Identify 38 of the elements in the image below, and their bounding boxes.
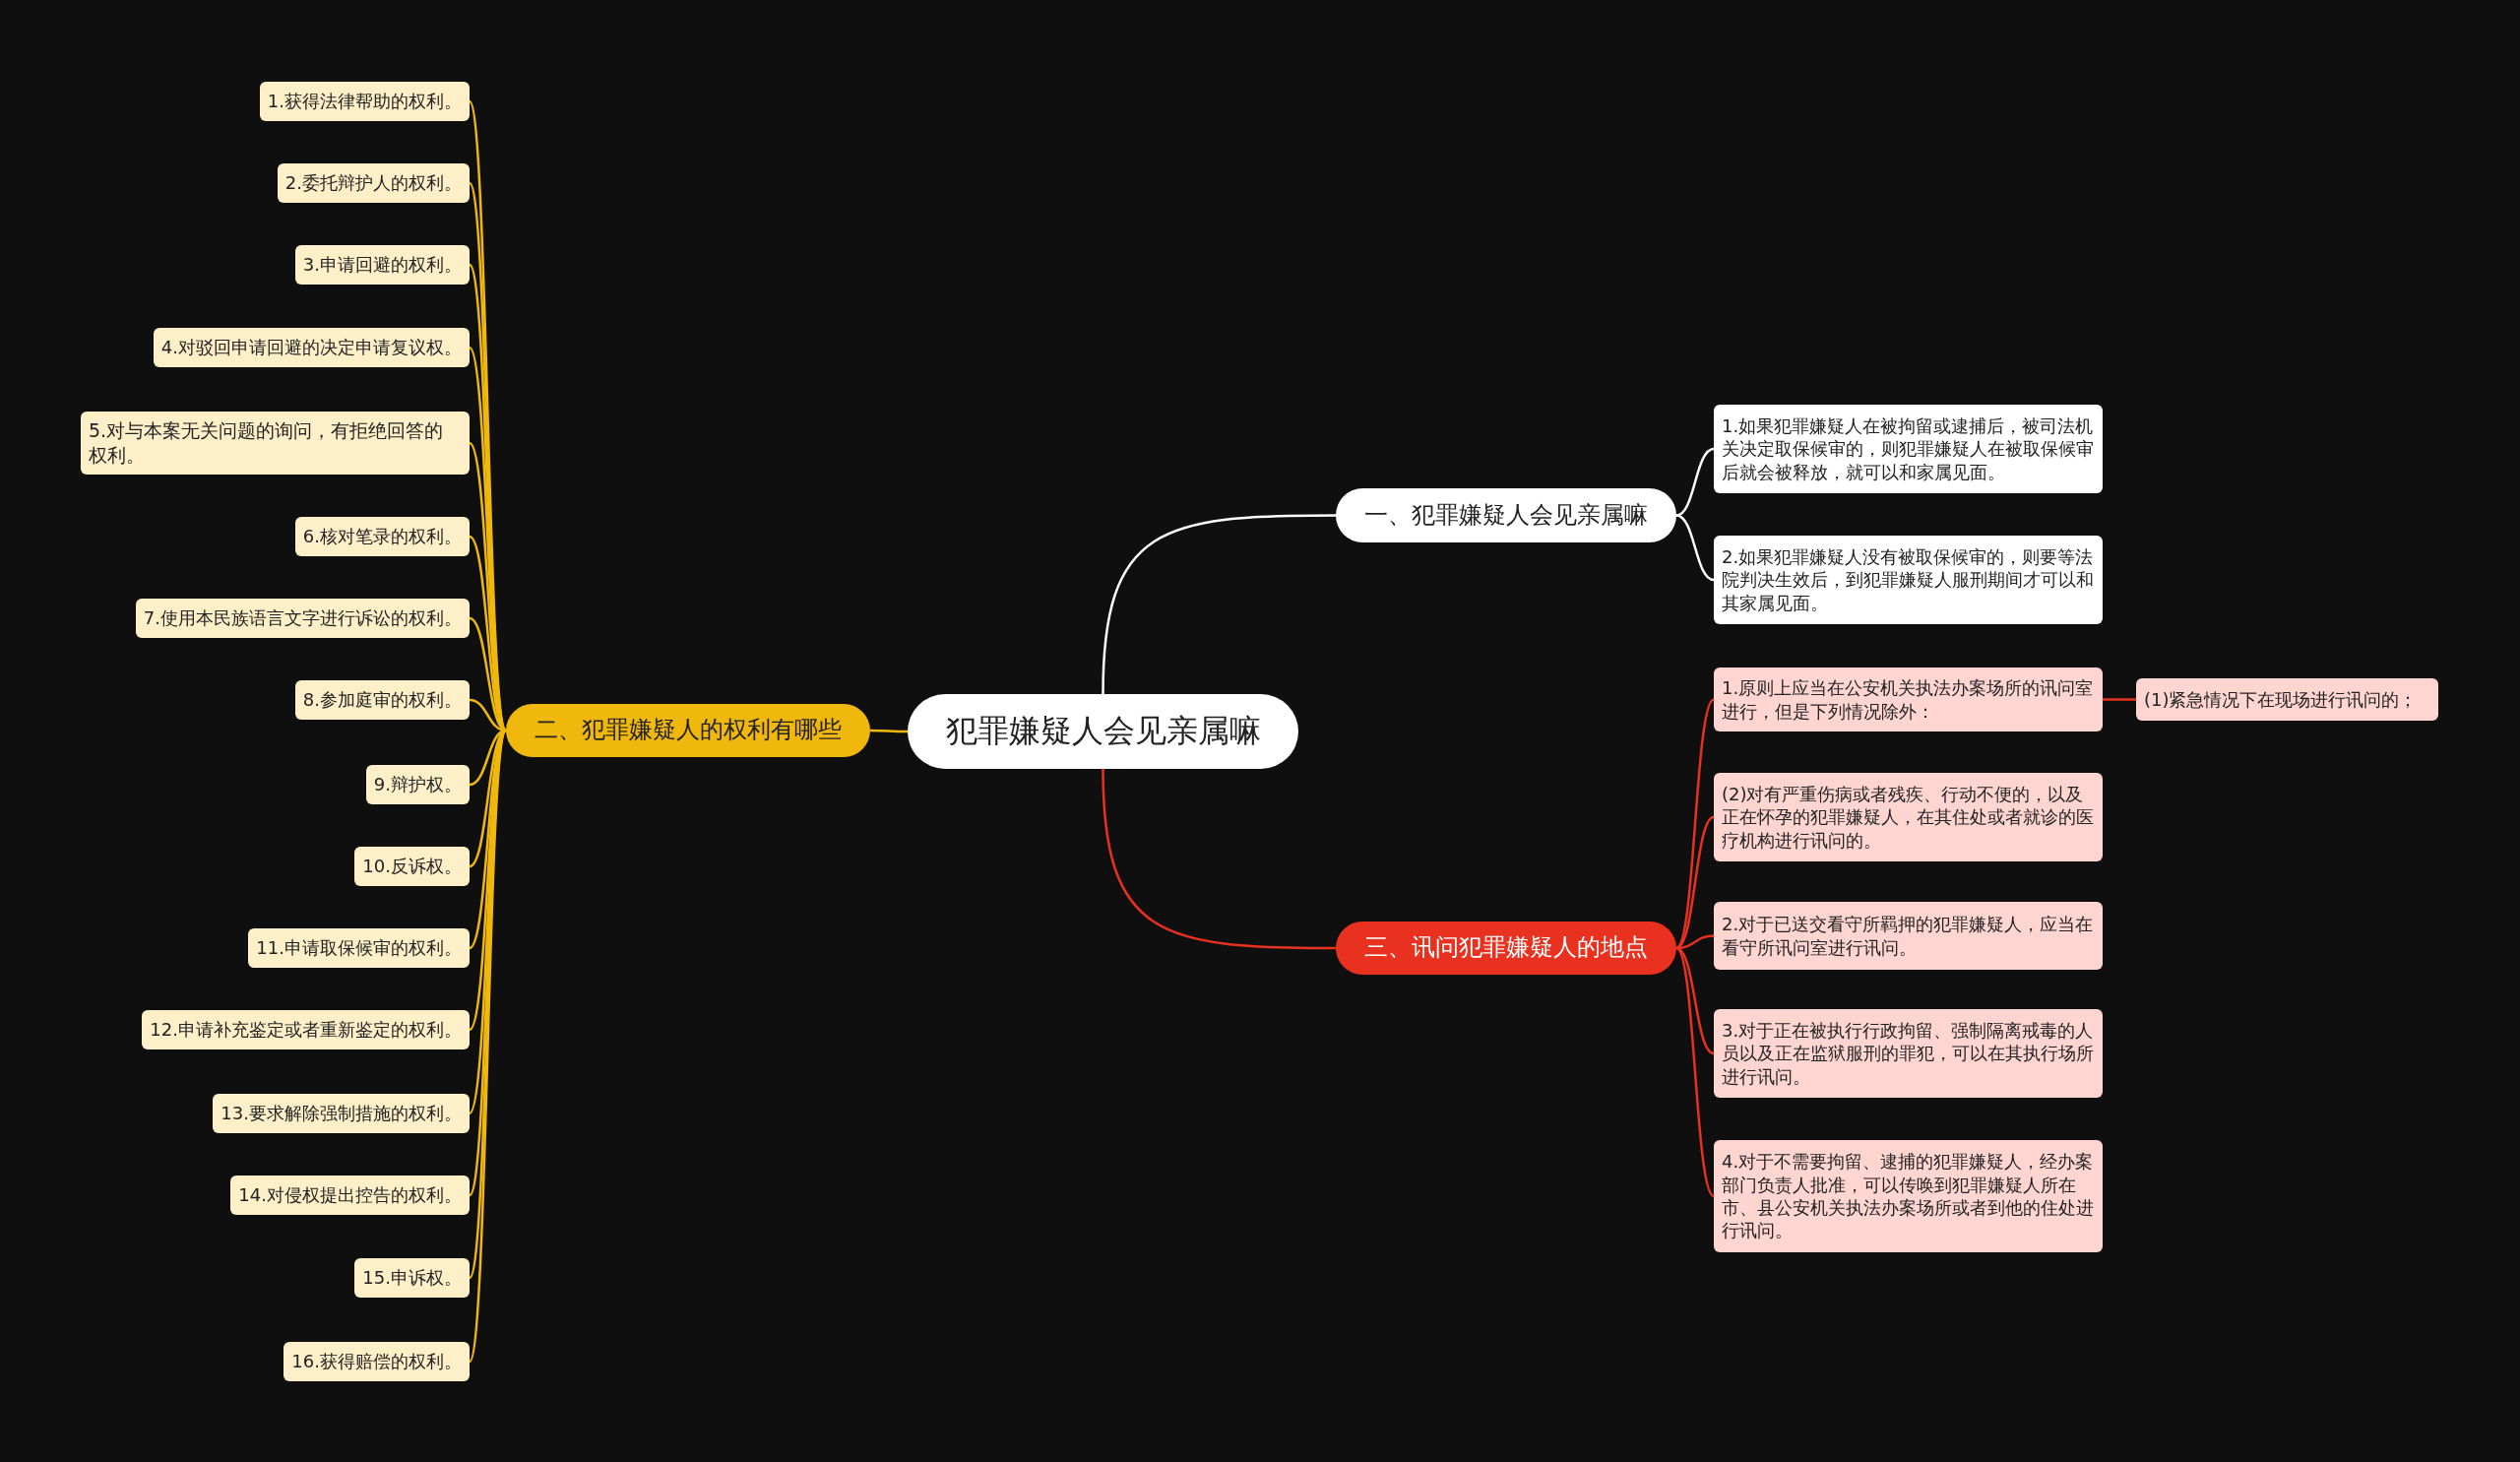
- subtopic-box: (1)紧急情况下在现场进行讯问的；: [2136, 678, 2438, 721]
- connector: [1675, 514, 1715, 582]
- subtopic-box: 4.对于不需要拘留、逮捕的犯罪嫌疑人，经办案部门负责人批准，可以传唤到犯罪嫌疑人所在市、县公安机关执法办案场所或者到他的住处进行讯问。: [1714, 1140, 2103, 1252]
- connector: [2103, 698, 2136, 701]
- subtopic-box: 15.申诉权。: [354, 1258, 470, 1298]
- connector: [1675, 447, 1715, 517]
- subtopic-box: 14.对侵权提出控告的权利。: [230, 1176, 470, 1215]
- topic-box: 一、犯罪嫌疑人会见亲属嘛: [1336, 488, 1676, 542]
- connector: [1102, 768, 1336, 950]
- connector: [1675, 946, 1715, 1055]
- subtopic-box: 8.参加庭审的权利。: [294, 680, 470, 720]
- connector: [1675, 815, 1715, 950]
- subtopic-box: 3.对于正在被执行行政拘留、强制隔离戒毒的人员以及正在监狱服刑的罪犯，可以在其执行场所进行讯问。: [1714, 1009, 2103, 1098]
- subtopic-box: 2.如果犯罪嫌疑人没有被取保候审的，则要等法院判决生效后，到犯罪嫌疑人服刑期间才可以和其家属见面。: [1714, 536, 2103, 624]
- subtopic-box: 1.原则上应当在公安机关执法办案场所的讯问室进行，但是下列情况除外：: [1714, 667, 2103, 731]
- subtopic-box: 1.如果犯罪嫌疑人在被拘留或逮捕后，被司法机关决定取保候审的，则犯罪嫌疑人在被取保候审后就会被释放，就可以和家属见面。: [1714, 405, 2103, 493]
- subtopic-box: (2)对有严重伤病或者残疾、行动不便的，以及正在怀孕的犯罪嫌疑人，在其住处或者就诊的医疗机构进行讯问的。: [1714, 773, 2103, 861]
- connector: [1675, 698, 1715, 949]
- topic-box: 三、讯问犯罪嫌疑人的地点: [1336, 922, 1676, 975]
- subtopic-box: 2.委托辩护人的权利。: [277, 163, 470, 203]
- subtopic-box: 10.反诉权。: [354, 847, 470, 886]
- connector: [1102, 514, 1336, 695]
- topic-box: 二、犯罪嫌疑人的权利有哪些: [506, 704, 870, 757]
- connector: [870, 729, 908, 733]
- subtopic-box: 16.获得赔偿的权利。: [284, 1342, 470, 1381]
- subtopic-box: 12.申请补充鉴定或者重新鉴定的权利。: [142, 1010, 470, 1049]
- subtopic-box: 6.核对笔录的权利。: [294, 517, 470, 556]
- subtopic-box: 2.对于已送交看守所羁押的犯罪嫌疑人，应当在看守所讯问室进行讯问。: [1714, 902, 2103, 970]
- subtopic-box: 4.对驳回申请回避的决定申请复议权。: [153, 328, 470, 367]
- subtopic-box: 9.辩护权。: [365, 765, 470, 804]
- subtopic-box: 5.对与本案无关问题的询问，有拒绝回答的权利。: [81, 412, 470, 475]
- subtopic-box: 1.获得法律帮助的权利。: [259, 82, 470, 121]
- subtopic-box: 7.使用本民族语言文字进行诉讼的权利。: [135, 599, 470, 638]
- subtopic-box: 11.申请取保候审的权利。: [248, 928, 470, 968]
- subtopic-box: 3.申请回避的权利。: [294, 245, 470, 285]
- subtopic-box: 13.要求解除强制措施的权利。: [213, 1094, 470, 1133]
- central-topic: 犯罪嫌疑人会见亲属嘛: [908, 694, 1298, 769]
- connector: [1675, 947, 1715, 1197]
